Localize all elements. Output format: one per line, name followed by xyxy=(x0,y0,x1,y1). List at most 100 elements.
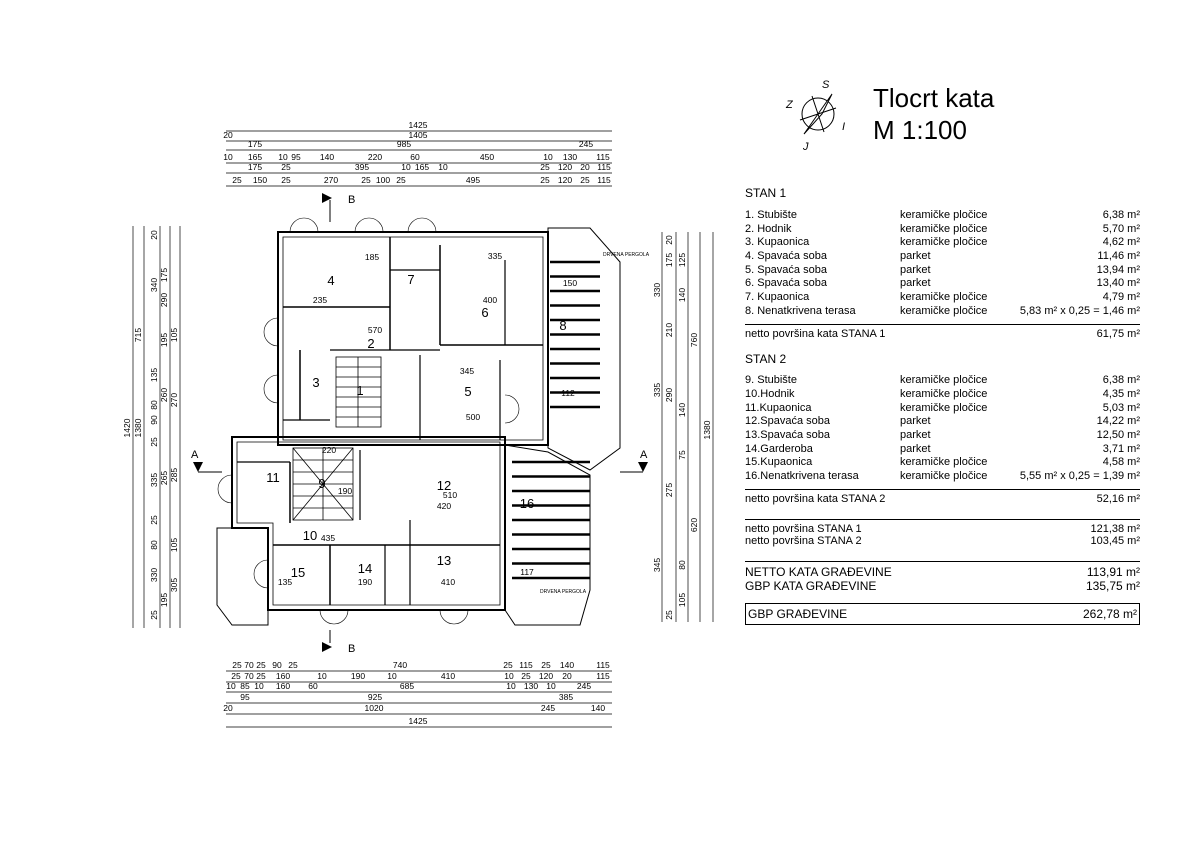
dim-label: 120 xyxy=(558,175,572,185)
room-number: 4 xyxy=(327,273,334,288)
dim-label: 345 xyxy=(652,558,662,572)
dim-label: 10 xyxy=(226,681,236,691)
dim-label: 10 xyxy=(223,152,233,162)
room-dim: 570 xyxy=(368,325,382,335)
room-dim: 410 xyxy=(441,577,455,587)
room-dim: 435 xyxy=(321,533,335,543)
dim-label: 130 xyxy=(524,681,538,691)
room-dim: 345 xyxy=(460,366,474,376)
dim-label: 1425 xyxy=(409,120,428,130)
dim-label: 20 xyxy=(580,162,590,172)
building-walls xyxy=(231,231,549,611)
dim-label: 140 xyxy=(320,152,334,162)
summary-gbp-kat-value: 135,75 m² xyxy=(1085,579,1140,593)
room-numbers: 1 2 3 4 5 6 7 8 9 10 11 12 13 14 15 16 xyxy=(266,272,566,580)
top-dimension-chains xyxy=(226,130,612,187)
room-name: 1. Stubište xyxy=(745,208,797,221)
room-finish: parket xyxy=(900,277,931,290)
dim-label: 10 xyxy=(254,681,264,691)
dim-label: 25 xyxy=(396,175,406,185)
dim-label: 195 xyxy=(159,333,169,347)
dim-label: 25 xyxy=(521,671,531,681)
room-number: 7 xyxy=(407,272,414,287)
section-marker-b-bottom: B xyxy=(322,630,355,655)
door-swings xyxy=(217,217,520,625)
room-dim: 135 xyxy=(278,577,292,587)
room-finish: keramičke pločice xyxy=(900,304,988,317)
room-name: 2. Hodnik xyxy=(745,222,792,235)
left-dimension-labels: 1420 1380 715 20 340 175 290 105 195 135… xyxy=(122,230,179,620)
dim-label: 120 xyxy=(558,162,572,172)
dim-label: 160 xyxy=(276,671,290,681)
dim-label: 385 xyxy=(559,692,573,702)
dim-label: 120 xyxy=(539,671,553,681)
room-number: 15 xyxy=(291,565,305,580)
compass-s-label: S xyxy=(822,79,830,91)
dim-label: 10 xyxy=(438,162,448,172)
room-dim: 500 xyxy=(466,412,480,422)
dim-label: 290 xyxy=(159,293,169,307)
dim-label: 105 xyxy=(677,593,687,607)
dim-label: 245 xyxy=(579,139,593,149)
dim-label: 10 xyxy=(504,671,514,681)
summary-netto-label: NETTO KATA GRAĐEVINE xyxy=(745,565,892,579)
room-name: 11.Kupaonica xyxy=(745,401,812,414)
dim-label: 10 xyxy=(546,681,556,691)
dim-label: 25 xyxy=(256,671,266,681)
section-marker-a-right: A xyxy=(620,449,648,473)
top-dimension-labels: 1425 20 1405 175 985 245 10 165 10 95 14… xyxy=(223,120,611,185)
room-dim: 190 xyxy=(338,486,352,496)
dim-label: 330 xyxy=(149,568,159,582)
dim-label: 115 xyxy=(596,152,610,162)
left-terrace xyxy=(216,527,269,626)
room-name: 14.Garderoba xyxy=(745,442,813,455)
dim-label: 90 xyxy=(149,415,159,425)
dim-label: 25 xyxy=(232,175,242,185)
room-name: 12.Spavaća soba xyxy=(745,415,831,428)
room-finish: keramičke pločice xyxy=(900,401,988,414)
dim-label: 450 xyxy=(480,152,494,162)
dim-label: 95 xyxy=(291,152,301,162)
room-area: 5,70 m² xyxy=(1102,222,1140,235)
room-area: 14,22 m² xyxy=(1096,415,1140,428)
section-marker-a-left: A xyxy=(191,449,222,473)
right-dimension-labels: 1380 760 620 20 125 175 330 140 210 335 … xyxy=(652,235,712,620)
dim-label: 10 xyxy=(543,152,553,162)
bottom-dimension-chains xyxy=(226,670,612,728)
dim-label: 115 xyxy=(596,671,610,681)
room-number: 12 xyxy=(437,478,451,493)
section-marker-b-top: B xyxy=(322,193,355,222)
dim-label: 125 xyxy=(677,253,687,267)
bottom-dimension-labels: 25 70 25 90 25 740 25 115 25 140 115 25 … xyxy=(223,660,610,726)
room-name: 16.Nenatkrivena terasa xyxy=(745,470,859,483)
dim-label: 1420 xyxy=(122,418,132,437)
room-finish: keramičke pločice xyxy=(900,456,988,469)
room-number: 11 xyxy=(266,470,280,485)
dim-label: 115 xyxy=(597,162,611,172)
dim-label: 20 xyxy=(562,671,572,681)
dim-label: 1405 xyxy=(409,130,428,140)
room-number: 5 xyxy=(464,384,471,399)
dim-label: 90 xyxy=(272,660,282,670)
dim-label: 245 xyxy=(577,681,591,691)
dim-label: 105 xyxy=(169,538,179,552)
room-finish: parket xyxy=(900,429,931,442)
summary-gbp-value: 262,78 m² xyxy=(1082,607,1137,621)
room-number: 16 xyxy=(520,496,534,511)
room-name: 9. Stubište xyxy=(745,374,797,387)
summary-netto-value: 113,91 m² xyxy=(1086,565,1140,579)
room-number: 14 xyxy=(358,561,372,576)
pergola-label-top: DRVENA PERGOLA xyxy=(603,252,650,258)
stan2-heading: STAN 2 xyxy=(745,351,787,366)
dim-label: 80 xyxy=(149,540,159,550)
room-finish: keramičke pločice xyxy=(900,374,988,387)
summary-s2-label: netto površina STANA 2 xyxy=(745,535,862,547)
dim-label: 25 xyxy=(281,162,291,172)
